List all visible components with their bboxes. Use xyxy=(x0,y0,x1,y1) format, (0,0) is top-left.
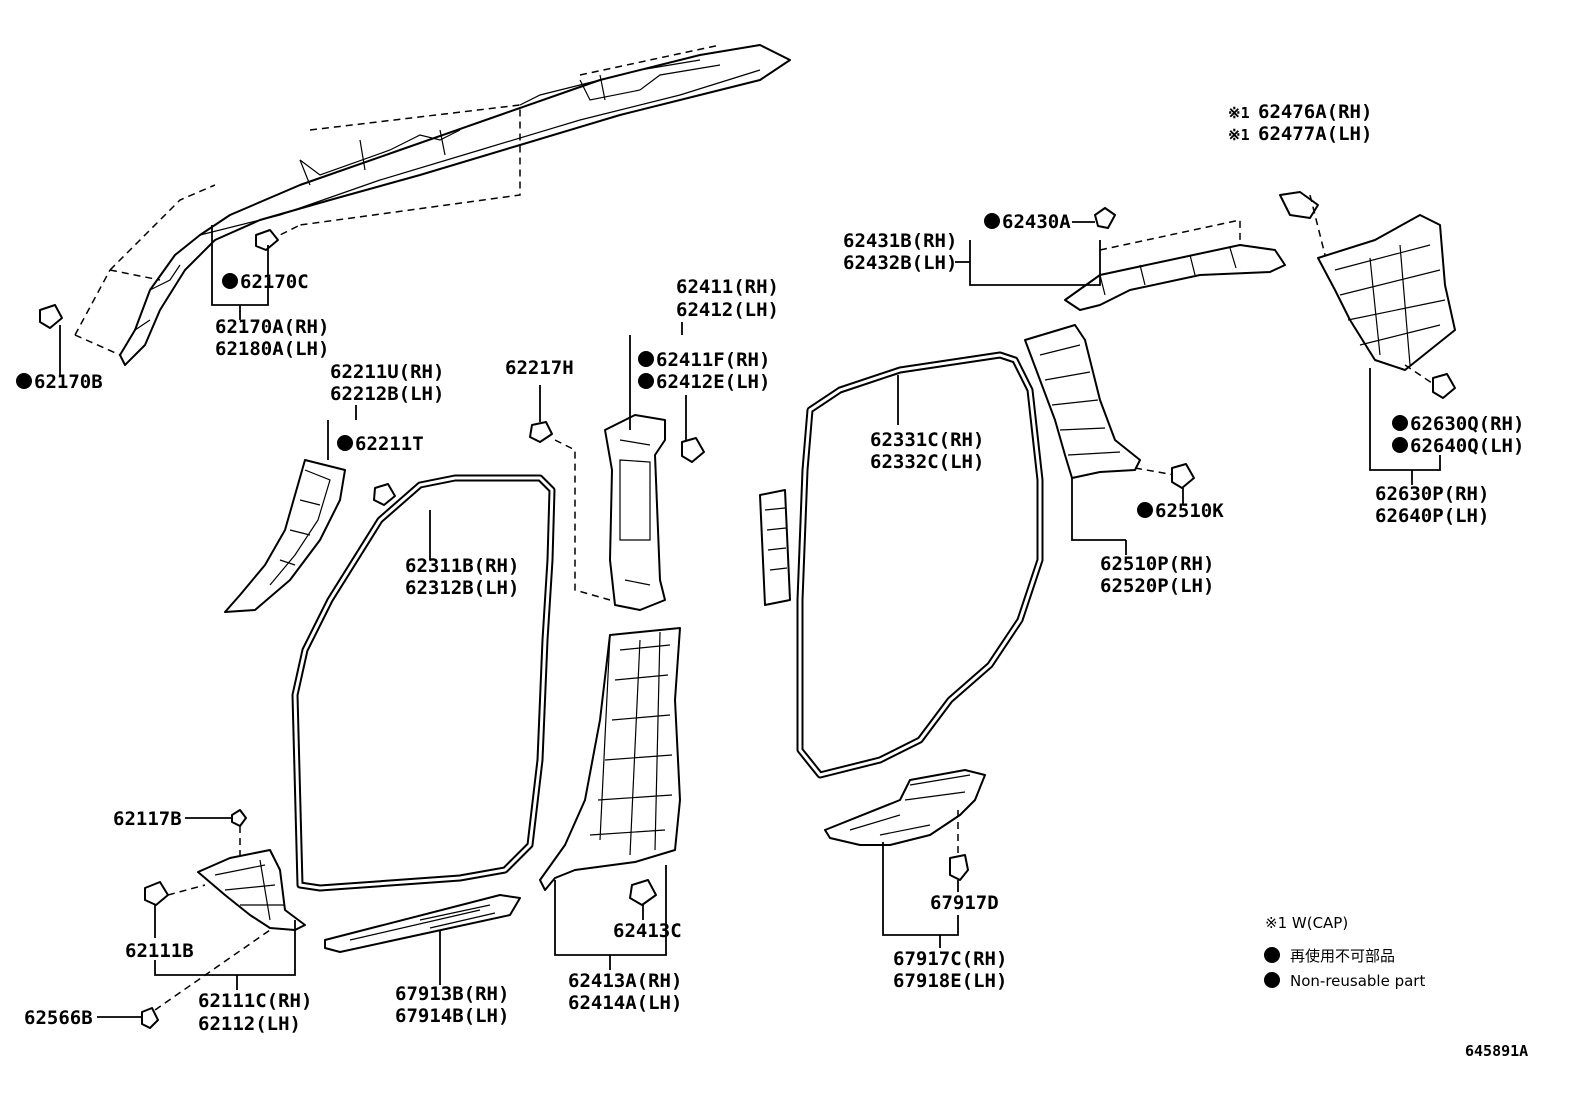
label-62312B: 62312B(LH) xyxy=(405,577,519,599)
label-62332C: 62332C(LH) xyxy=(870,451,984,473)
label-67917C: 67917C(RH) xyxy=(893,948,1007,970)
svg-text:62477A(LH): 62477A(LH) xyxy=(1258,123,1372,145)
svg-text:※1: ※1 xyxy=(1228,104,1250,122)
label-62170A: 62170A(RH) xyxy=(215,316,329,338)
label-67913B: 67913B(RH) xyxy=(395,983,509,1005)
svg-text:62412E(LH): 62412E(LH) xyxy=(656,371,770,393)
svg-text:62510K: 62510K xyxy=(1155,500,1224,522)
label-62331C: 62331C(RH) xyxy=(870,429,984,451)
label-62211T: 62211T xyxy=(337,433,424,455)
svg-text:62640Q(LH): 62640Q(LH) xyxy=(1410,435,1524,457)
quarter-pillar-garnish xyxy=(1024,324,1195,555)
label-62510K: 62510K xyxy=(1137,500,1224,522)
svg-text:62411F(RH): 62411F(RH) xyxy=(656,349,770,371)
svg-text:62476A(RH): 62476A(RH) xyxy=(1258,101,1372,123)
legend-dot-jp xyxy=(1264,947,1280,963)
svg-text:62211T: 62211T xyxy=(355,433,424,455)
label-67918E: 67918E(LH) xyxy=(893,970,1007,992)
label-62180A: 62180A(LH) xyxy=(215,338,329,360)
label-62217H: 62217H xyxy=(505,357,574,379)
legend-cap-note: ※1 W(CAP) xyxy=(1265,914,1348,932)
center-pillar-lower-garnish xyxy=(539,627,681,970)
label-62510P: 62510P(RH) xyxy=(1100,553,1214,575)
label-62112: 62112(LH) xyxy=(198,1013,301,1035)
label-62640P: 62640P(LH) xyxy=(1375,505,1489,527)
label-62630P: 62630P(RH) xyxy=(1375,483,1489,505)
label-62170C: 62170C xyxy=(222,271,309,293)
label-62170B: 62170B xyxy=(16,371,103,393)
label-62412: 62412(LH) xyxy=(676,299,779,321)
label-62212B: 62212B(LH) xyxy=(330,383,444,405)
label-62311B: 62311B(RH) xyxy=(405,555,519,577)
diagram-id: 645891A xyxy=(1465,1042,1528,1060)
label-62566B: 62566B xyxy=(24,1007,93,1029)
svg-text:62630Q(RH): 62630Q(RH) xyxy=(1410,413,1524,435)
label-67914B: 67914B(LH) xyxy=(395,1005,509,1027)
label-62413A: 62413A(RH) xyxy=(568,970,682,992)
label-62111B: 62111B xyxy=(125,940,194,962)
label-62430A: 62430A xyxy=(984,211,1071,233)
cowl-side-trim xyxy=(97,809,306,1029)
label-62630Q: 62630Q(RH) xyxy=(1392,413,1524,435)
front-pillar-garnish xyxy=(224,405,396,613)
rear-door-weatherstrip xyxy=(796,351,1044,779)
rear-pillar-garnish xyxy=(1279,191,1456,485)
svg-text:62170C: 62170C xyxy=(240,271,309,293)
roof-side-inner-garnish xyxy=(955,207,1286,311)
label-62477A: ※1 62477A(LH) xyxy=(1228,123,1372,145)
legend-en: Non-reusable part xyxy=(1290,972,1425,990)
label-62117B: 62117B xyxy=(113,808,182,830)
svg-text:62430A: 62430A xyxy=(1002,211,1071,233)
label-62412E: 62412E(LH) xyxy=(638,371,770,393)
label-62211U: 62211U(RH) xyxy=(330,361,444,383)
label-62414A: 62414A(LH) xyxy=(568,992,682,1014)
center-pillar-upper xyxy=(529,322,791,611)
rear-scuff-plate xyxy=(824,769,986,948)
label-62431B: 62431B(RH) xyxy=(843,230,957,252)
label-62640Q: 62640Q(LH) xyxy=(1392,435,1524,457)
svg-text:62170B: 62170B xyxy=(34,371,103,393)
front-door-weatherstrip xyxy=(291,474,556,892)
label-62413C: 62413C xyxy=(613,920,682,942)
label-67917D: 67917D xyxy=(930,892,999,914)
label-62432B: 62432B(LH) xyxy=(843,252,957,274)
legend: ※1 W(CAP) 再使用不可部品 Non-reusable part xyxy=(1264,914,1425,990)
legend-jp: 再使用不可部品 xyxy=(1290,947,1395,965)
label-62411: 62411(RH) xyxy=(676,276,779,298)
label-62520P: 62520P(LH) xyxy=(1100,575,1214,597)
svg-text:※1: ※1 xyxy=(1228,126,1250,144)
front-scuff-plate xyxy=(324,894,521,985)
legend-dot-en xyxy=(1264,972,1280,988)
roof-rail-assembly xyxy=(39,44,791,375)
label-62111C: 62111C(RH) xyxy=(198,990,312,1012)
label-62476A: ※1 62476A(RH) xyxy=(1228,101,1372,123)
label-62411F: 62411F(RH) xyxy=(638,349,770,371)
